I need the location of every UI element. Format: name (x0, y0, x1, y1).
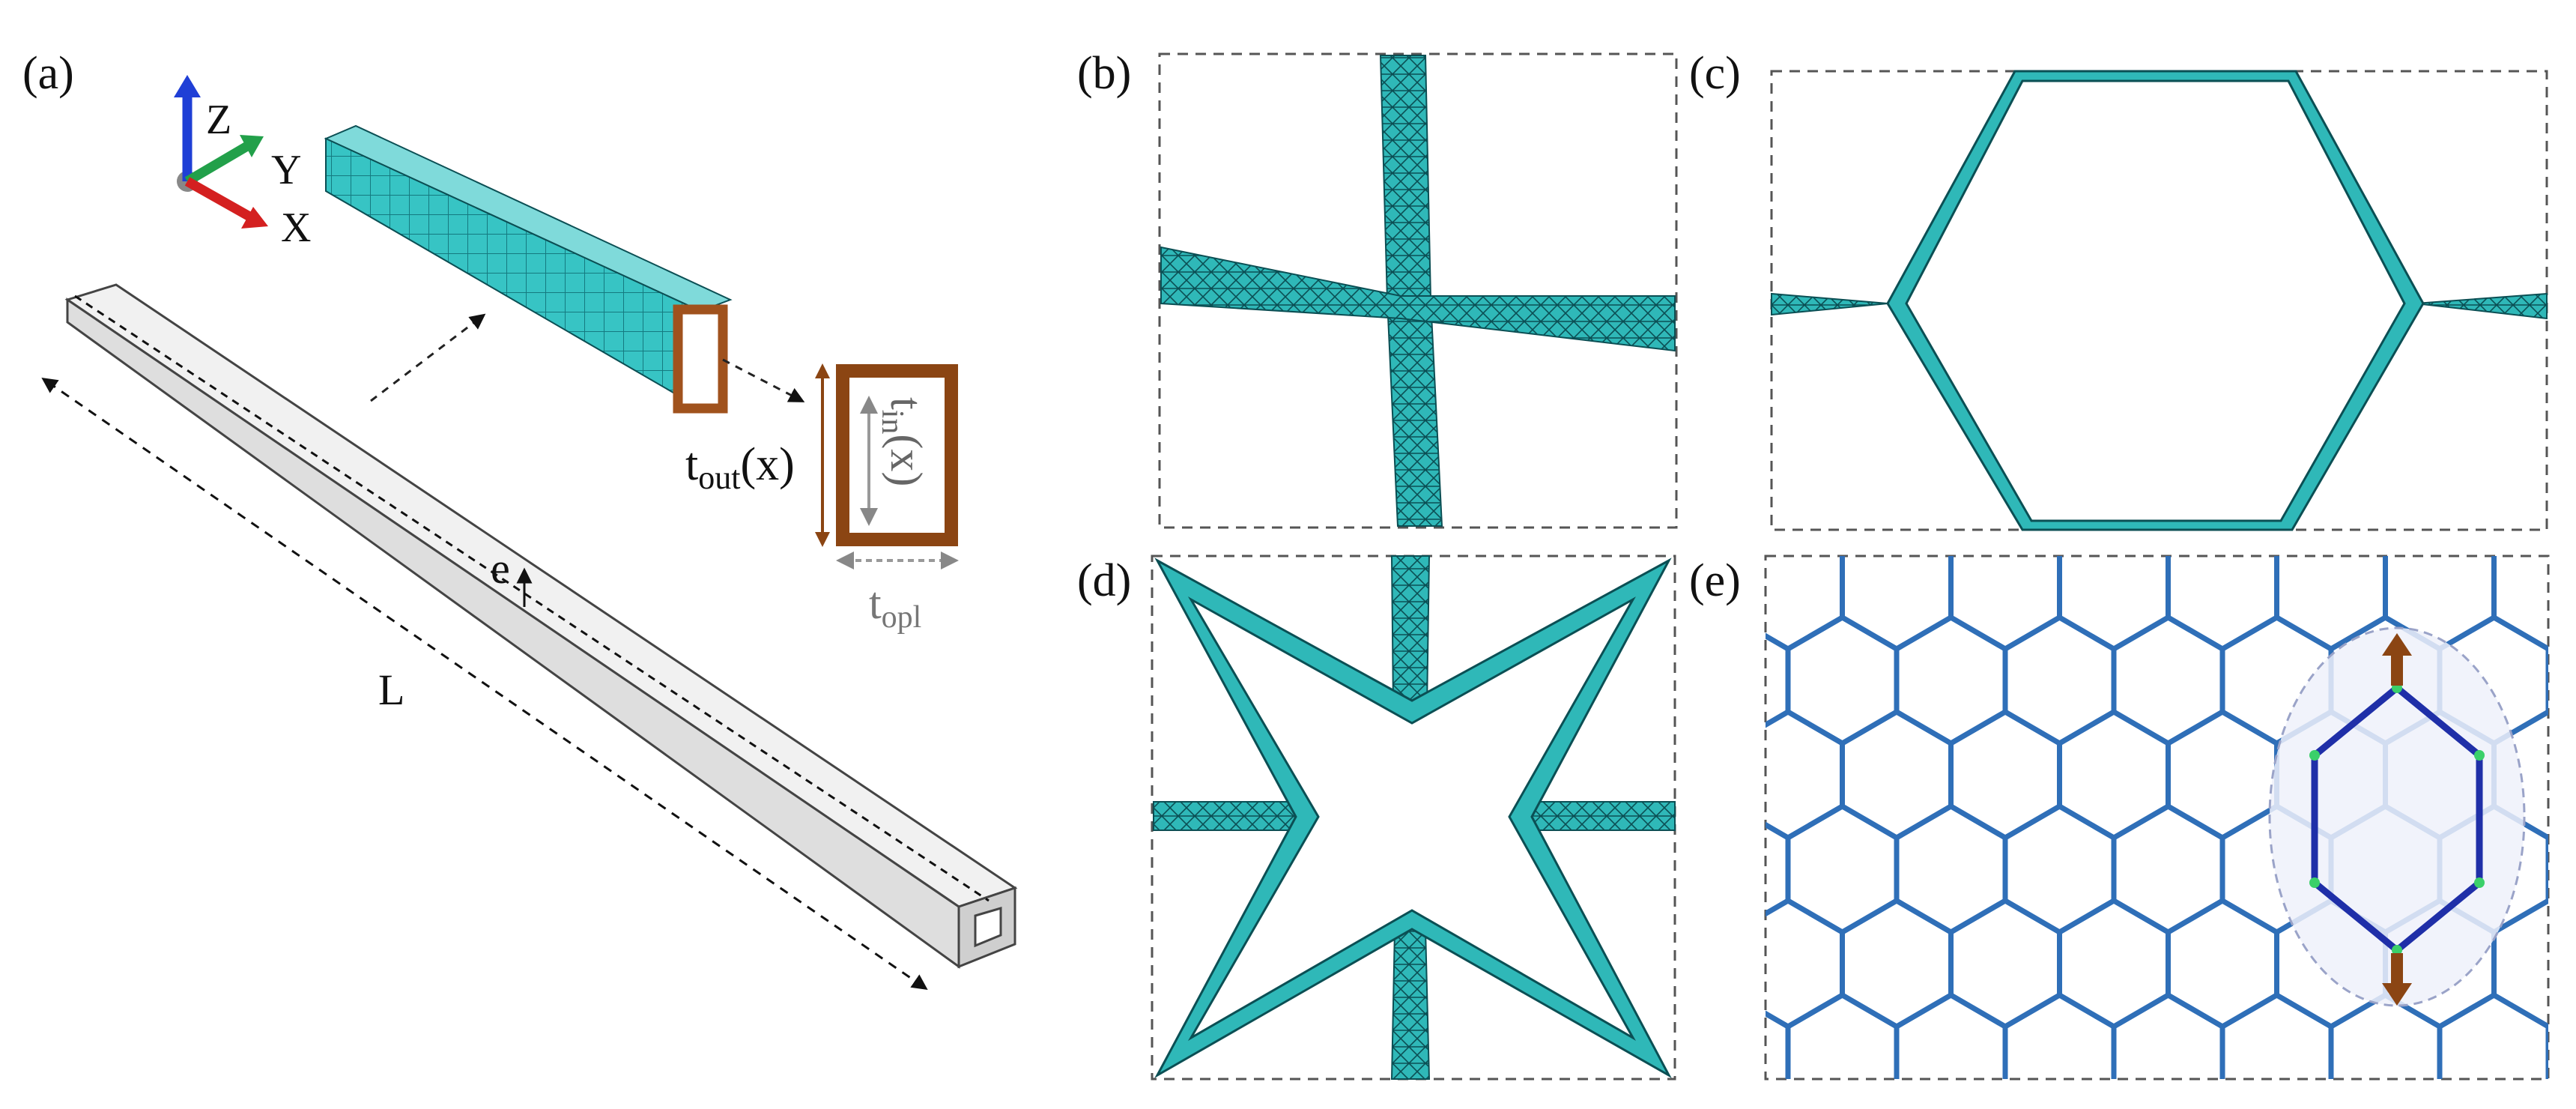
reentrant-star-cell (1153, 555, 1676, 1080)
load-arrow-down-shaft (2391, 953, 2403, 987)
inset-node-bl (2309, 877, 2320, 888)
section-leader-arrow (722, 358, 805, 402)
long-beam: e L (41, 283, 1018, 990)
panel-c-label: (c) (1689, 48, 1741, 99)
eccentricity-label: e (491, 544, 510, 593)
right-ligament-d (1520, 801, 1676, 831)
t-in-label: tin(x) (875, 397, 931, 486)
load-arrow-up-shaft (2391, 652, 2403, 686)
load-arrow-up-icon (2382, 633, 2412, 656)
right-ligament (2415, 292, 2548, 320)
hexagon-cell (1771, 70, 2548, 531)
axis-triad: Z Y X (174, 75, 311, 251)
beam-hollow-section (974, 906, 1002, 948)
meshed-beam-segment (324, 124, 733, 414)
length-dimension-arrow (41, 378, 928, 990)
x-arrowhead-icon (241, 207, 268, 229)
hexagon-inner-edge (1905, 79, 2406, 522)
panel-c: (c) (1689, 48, 2548, 531)
load-arrow-down-icon (2382, 983, 2412, 1006)
zoom-leader-arrow (370, 313, 486, 402)
panel-d-label: (d) (1077, 555, 1131, 606)
honeycomb-cell (2548, 429, 2576, 554)
inset-ellipse (2268, 626, 2526, 1007)
panel-a-label: (a) (22, 48, 74, 99)
panel-b: (b) (1077, 48, 1678, 529)
inset-node-tr (2474, 750, 2485, 761)
bottom-ligament (1390, 928, 1431, 1080)
panel-b-label: (b) (1077, 48, 1131, 99)
t-opl-label: topl (869, 578, 921, 635)
beam-side-face (66, 297, 960, 969)
z-axis-label: Z (206, 97, 231, 143)
panel-e: (e) (1689, 429, 2576, 1081)
panel-e-label: (e) (1689, 555, 1741, 606)
x-axis-label: X (281, 205, 311, 251)
x-axis-arrow (184, 177, 254, 222)
y-axis-arrow (184, 142, 250, 186)
inset-node-bottom (2392, 945, 2402, 955)
top-ligament (1390, 555, 1431, 709)
inset-node-tl (2309, 750, 2320, 761)
length-label: L (378, 665, 404, 714)
t-out-label: tout(x) (685, 439, 795, 496)
honeycomb-cell (2545, 1023, 2548, 1079)
honeycomb-cell (2545, 645, 2548, 716)
left-ligament-d (1153, 801, 1312, 831)
cross-section-detail: tout(x) tin(x) topl (685, 363, 959, 635)
y-arrowhead-icon (240, 135, 264, 157)
star-inner-edge (1187, 596, 1636, 1042)
inset-node-br (2474, 877, 2485, 888)
left-ligament (1771, 292, 1888, 316)
panel-a: (a) Z Y X (22, 48, 1018, 990)
mesh-segment-end-section (673, 304, 728, 414)
y-axis-label: Y (271, 147, 301, 193)
horizontal-ligament (1160, 246, 1676, 352)
honeycomb-cell (2437, 992, 2548, 1079)
unit-cell-inset (2268, 626, 2526, 1007)
z-arrowhead-icon (174, 75, 201, 97)
panel-d: (d) (1077, 554, 1676, 1081)
honeycomb-cell (2545, 834, 2548, 904)
